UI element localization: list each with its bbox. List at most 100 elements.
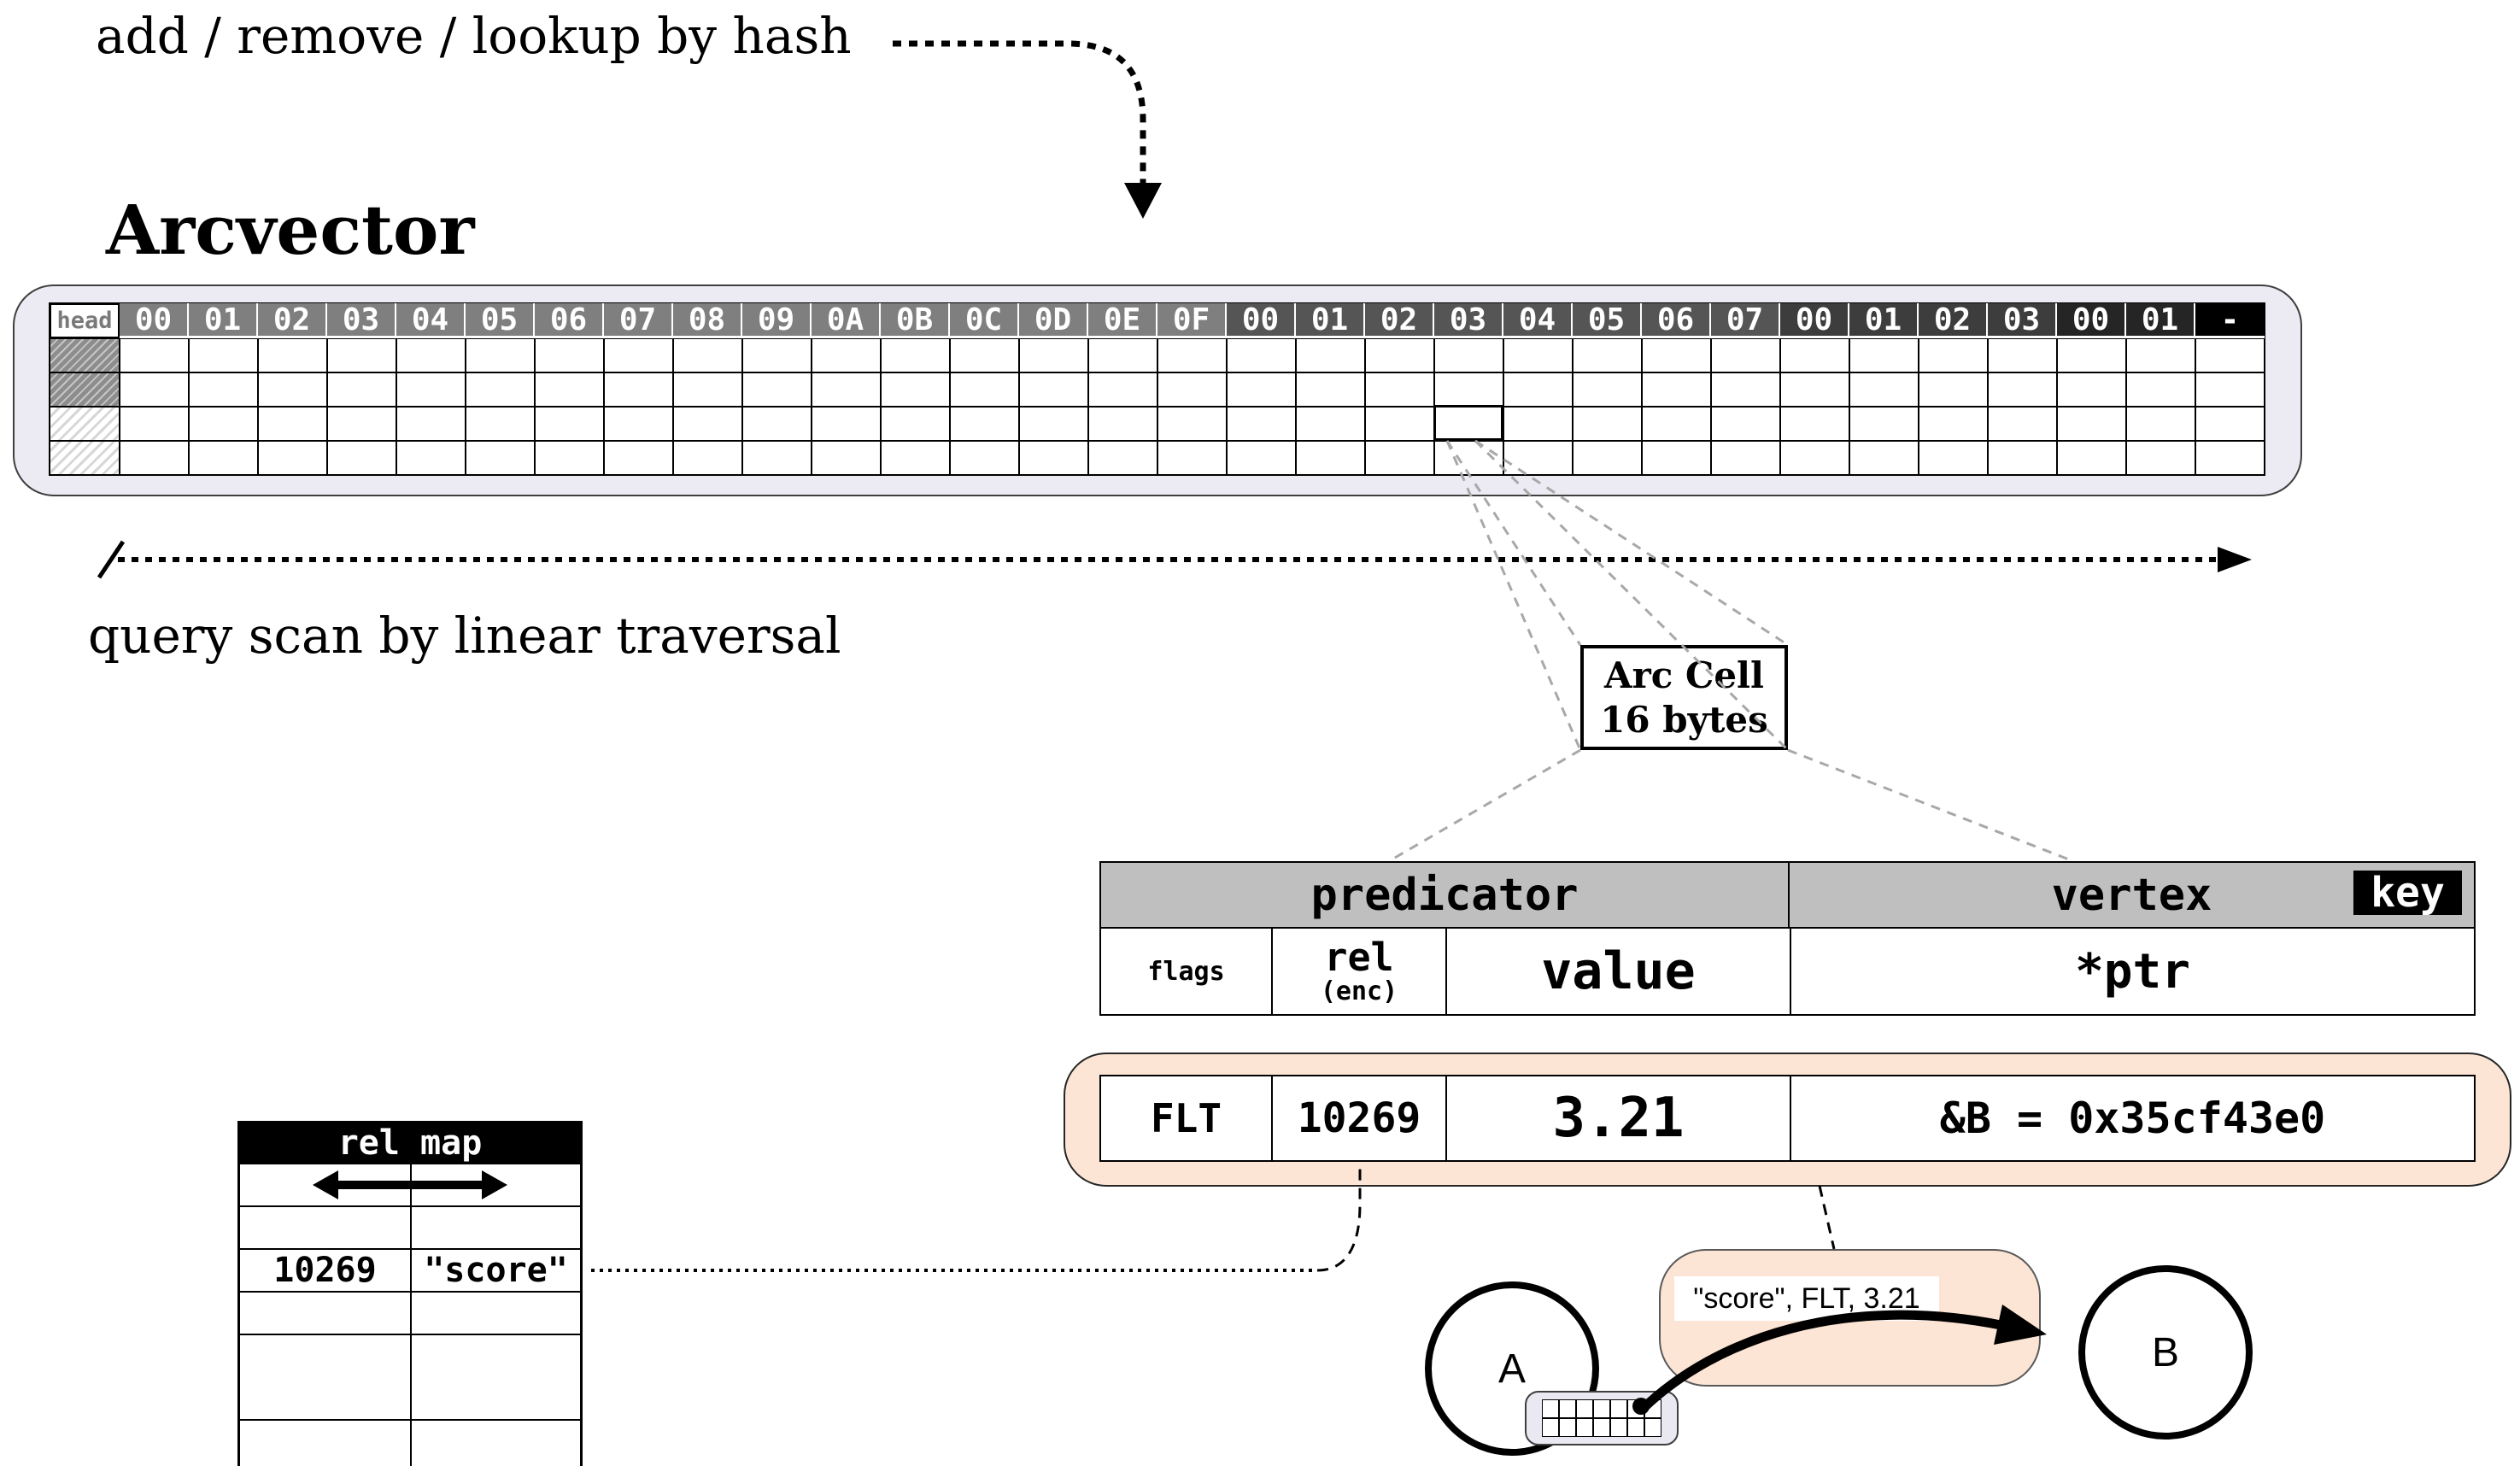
- array-slot: [258, 407, 327, 441]
- arc-grid-icon: [1525, 1391, 1679, 1445]
- array-index-header: 01: [189, 302, 258, 338]
- array-slot: [1088, 338, 1157, 372]
- array-index-header: 05: [466, 302, 535, 338]
- array-slot: [2057, 372, 2126, 407]
- array-index-header: 00: [1227, 302, 1296, 338]
- array-slot: [1434, 372, 1503, 407]
- array-slot: [1296, 338, 1365, 372]
- array-slot: [1434, 407, 1503, 441]
- array-slot: [881, 407, 950, 441]
- array-slot: [1988, 338, 2057, 372]
- array-slot: [1088, 372, 1157, 407]
- array-slot: [327, 372, 396, 407]
- array-index-header: 01: [2126, 302, 2195, 338]
- array-slot: [1573, 372, 1642, 407]
- array-slot: [1988, 372, 2057, 407]
- array-index-header: -: [2195, 302, 2265, 338]
- array-index-header: 00: [2057, 302, 2126, 338]
- array-index-header: 04: [1503, 302, 1573, 338]
- array-slot: [812, 441, 881, 475]
- rel-map-id-cell: [239, 1164, 411, 1206]
- array-index-header: 05: [1573, 302, 1642, 338]
- array-slot: [258, 441, 327, 475]
- selected-arc-cell: [1433, 405, 1503, 441]
- array-slot: [120, 407, 189, 441]
- array-slot: [535, 338, 604, 372]
- array-slot: [120, 441, 189, 475]
- array-slot: [2195, 441, 2265, 475]
- scan-caption: query scan by linear traversal: [88, 607, 841, 665]
- array-index-header: 03: [1988, 302, 2057, 338]
- array-slot: [812, 372, 881, 407]
- array-slot: [1642, 372, 1711, 407]
- array-slot: [1019, 372, 1088, 407]
- array-index-header: 02: [1365, 302, 1434, 338]
- array-index-header: 0A: [812, 302, 881, 338]
- array-index-header: 0E: [1088, 302, 1157, 338]
- scan-arrowhead-icon: [2218, 547, 2252, 572]
- vertex-a-label: A: [1497, 1346, 1526, 1392]
- hash-arrowhead-icon: [1124, 183, 1162, 219]
- array-slot: [1573, 441, 1642, 475]
- array-slot: [327, 407, 396, 441]
- array-slot: [1919, 372, 1988, 407]
- array-slot: [1088, 441, 1157, 475]
- array-index-header: 03: [1434, 302, 1503, 338]
- array-slot: [1503, 372, 1573, 407]
- arc-cell-callout-line2: 16 bytes: [1600, 698, 1768, 741]
- value-field: value: [1447, 929, 1791, 1014]
- array-slot: [1849, 441, 1919, 475]
- array-index-header: 0B: [881, 302, 950, 338]
- array-slot: [742, 441, 812, 475]
- array-index-header: 06: [535, 302, 604, 338]
- edge-label: "score", FLT, 3.21: [1674, 1276, 1939, 1321]
- array-slot: [1365, 372, 1434, 407]
- array-slot: [535, 407, 604, 441]
- rel-map-row: [239, 1292, 581, 1334]
- array-slot: [1780, 407, 1849, 441]
- array-index-header: 00: [120, 302, 189, 338]
- key-badge: key: [2353, 869, 2462, 917]
- array-slot: [2126, 407, 2195, 441]
- array-slot: [604, 441, 673, 475]
- array-slot: [742, 407, 812, 441]
- array-index-header: 02: [258, 302, 327, 338]
- array-slot: [812, 338, 881, 372]
- array-slot: [812, 407, 881, 441]
- array-slot: [604, 372, 673, 407]
- array-index-header: 02: [1919, 302, 1988, 338]
- array-slot: [2057, 441, 2126, 475]
- array-slot: [1780, 372, 1849, 407]
- rel-map-id-cell: [239, 1206, 411, 1249]
- array-slot: [1849, 372, 1919, 407]
- rel-map-id-cell: [239, 1292, 411, 1334]
- array-slot: [189, 441, 258, 475]
- array-slot: [1919, 441, 1988, 475]
- array-slot: [742, 372, 812, 407]
- array-slot: [1642, 441, 1711, 475]
- array-slot: [604, 338, 673, 372]
- array-index-header: 03: [327, 302, 396, 338]
- example-value: 3.21: [1447, 1076, 1791, 1160]
- rel-map-row: [239, 1164, 581, 1206]
- array-slot: [1503, 441, 1573, 475]
- array-index-header: 07: [604, 302, 673, 338]
- array-slot: [535, 372, 604, 407]
- array-slot: [466, 407, 535, 441]
- rel-field: rel (enc): [1273, 929, 1447, 1014]
- arc-grid-icon-cells: [1542, 1399, 1661, 1437]
- array-slot: [881, 338, 950, 372]
- rel-map-id-cell: [239, 1420, 411, 1466]
- array-slot: [1780, 441, 1849, 475]
- array-slot: [950, 338, 1019, 372]
- rel-map-name-cell: [411, 1206, 581, 1249]
- array-slot: [1227, 338, 1296, 372]
- array-slot: [881, 372, 950, 407]
- array-slot: [1642, 407, 1711, 441]
- vertex-b-circle: B: [2078, 1265, 2253, 1440]
- array-slot: [1227, 407, 1296, 441]
- array-slot: [2195, 372, 2265, 407]
- predicator-header: predicator: [1101, 863, 1790, 927]
- array-slot: [2126, 338, 2195, 372]
